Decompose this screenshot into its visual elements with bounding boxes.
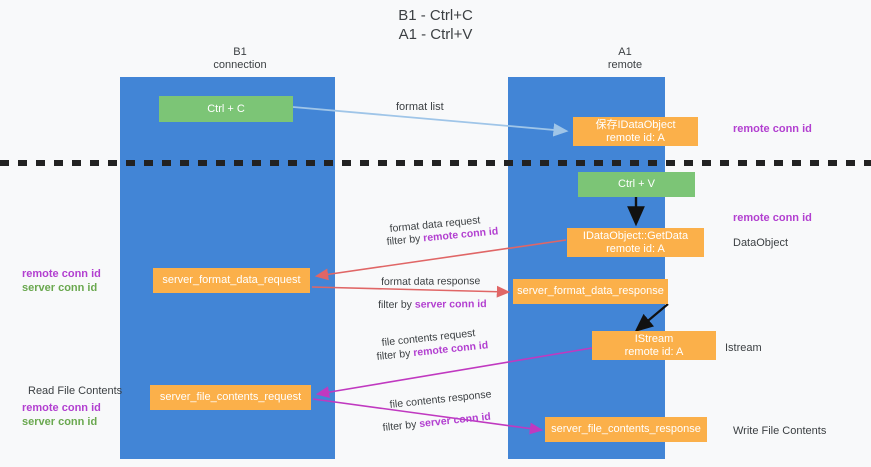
column-header-a1: A1 remote (535, 46, 715, 72)
filter-prefix: filter by (386, 232, 424, 248)
node-ctrl-v[interactable]: Ctrl + V (578, 172, 695, 197)
title-line-2: A1 - Ctrl+V (398, 26, 473, 43)
annotation-remote-conn-id-mid: remote conn id (733, 212, 812, 224)
annotation-left-remote-conn-id-mid: remote conn id (22, 268, 101, 280)
annotation-left-remote-conn-id-bottom: remote conn id (22, 402, 101, 414)
node-idataobject[interactable]: 保存IDataObject remote id: A (573, 117, 698, 146)
node-istream-line1: IStream (634, 332, 674, 345)
filter-prefix: filter by (376, 347, 414, 363)
node-server-file-contents-response-label: server_file_contents_response (551, 423, 701, 435)
edge-label-format-data-response-filter: filter by server conn id (378, 297, 487, 312)
node-getdata-line2: remote id: A (606, 242, 665, 255)
annotation-left-server-conn-id-mid: server conn id (22, 282, 98, 294)
annotation-read-file-contents: Read File Contents (28, 385, 123, 397)
node-server-format-data-response[interactable]: server_format_data_response (513, 279, 668, 304)
filter-prefix: filter by (378, 298, 415, 311)
annotation-left-server-conn-id-bottom: server conn id (22, 416, 98, 428)
filter-key-server-conn-id: server conn id (414, 298, 487, 311)
annotation-left-conn-ids-mid: remote conn id server conn id (22, 267, 101, 295)
annotation-left-conn-ids-bottom: remote conn id server conn id (22, 401, 101, 429)
diagram-title: B1 - Ctrl+C A1 - Ctrl+V (0, 6, 871, 44)
edge-label-format-list: format list (396, 101, 444, 113)
edge-label-file-contents-response: file contents response (389, 388, 492, 411)
column-header-b1-name: B1 (233, 46, 247, 58)
node-istream[interactable]: IStream remote id: A (592, 331, 716, 360)
node-idataobject-line1: 保存IDataObject (595, 118, 676, 131)
node-ctrl-c-label: Ctrl + C (207, 102, 245, 115)
annotation-write-file-contents: Write File Contents (733, 425, 827, 437)
title-line-1: B1 - Ctrl+C (398, 7, 473, 24)
node-idataobject-line2: remote id: A (606, 131, 665, 144)
column-header-a1-role: remote (607, 59, 643, 71)
filter-key-server-conn-id: server conn id (418, 410, 492, 431)
edge-label-format-data-response: format data response (381, 275, 481, 288)
node-server-format-data-request-label: server_format_data_request (162, 274, 301, 286)
filter-prefix: filter by (382, 418, 420, 434)
column-header-a1-name: A1 (618, 46, 632, 58)
annotation-istream: Istream (725, 342, 762, 354)
node-server-format-data-request[interactable]: server_format_data_request (153, 268, 310, 293)
node-server-file-contents-request[interactable]: server_file_contents_request (150, 385, 311, 410)
node-ctrl-c[interactable]: Ctrl + C (159, 96, 293, 122)
node-server-file-contents-response[interactable]: server_file_contents_response (545, 417, 707, 442)
node-server-file-contents-request-label: server_file_contents_request (159, 391, 302, 403)
node-getdata-line1: IDataObject::GetData (582, 229, 689, 242)
column-header-b1: B1 connection (150, 46, 330, 72)
annotation-remote-conn-id-top: remote conn id (733, 123, 812, 135)
column-header-b1-role: connection (213, 59, 267, 71)
annotation-dataobject: DataObject (733, 237, 789, 249)
node-server-format-data-response-label: server_format_data_response (517, 285, 664, 297)
node-idataobject-getdata[interactable]: IDataObject::GetData remote id: A (567, 228, 704, 257)
node-istream-line2: remote id: A (624, 345, 684, 358)
edge-label-file-contents-response-filter: filter by server conn id (382, 410, 491, 435)
node-ctrl-v-label: Ctrl + V (618, 178, 655, 190)
